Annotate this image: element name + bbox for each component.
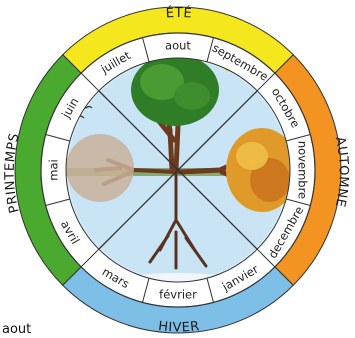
month-label: mai bbox=[47, 159, 61, 180]
season-label-ete: ÉTÉ bbox=[165, 5, 192, 21]
stray-label: aout bbox=[2, 322, 31, 337]
spring-foliage bbox=[66, 134, 134, 202]
month-label: novembre bbox=[296, 141, 310, 199]
month-label: février bbox=[159, 288, 197, 302]
month-label: aout bbox=[165, 39, 191, 53]
autumn-foliage-light bbox=[236, 142, 268, 170]
season-label-hiver: HIVER bbox=[157, 319, 200, 335]
summer-foliage-highlight-2 bbox=[174, 82, 210, 110]
